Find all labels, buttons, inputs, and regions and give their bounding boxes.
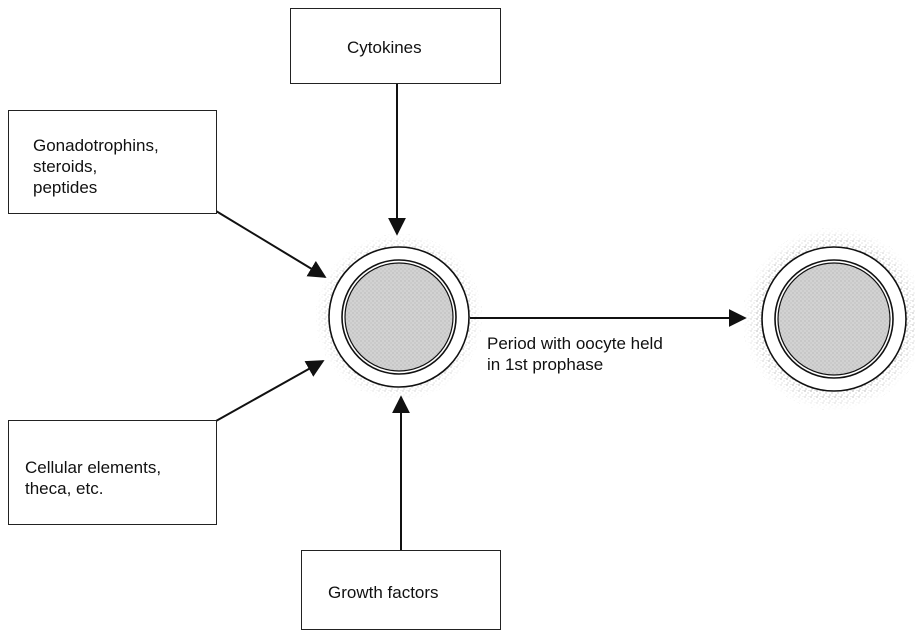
cellular-elements-box: Cellular elements, theca, etc.: [8, 420, 217, 525]
growth-factors-label: Growth factors: [328, 583, 439, 602]
arrow-cellular: [215, 360, 325, 422]
cellular-elements-label: Cellular elements, theca, etc.: [25, 458, 162, 498]
cytokines-label: Cytokines: [347, 38, 422, 57]
follicle-center: [316, 234, 482, 400]
arrow-gonadotrophins: [215, 210, 327, 278]
growth-factors-box: Growth factors: [301, 550, 501, 630]
gonadotrophins-box: Gonadotrophins, steroids, peptides: [8, 110, 217, 214]
cytokines-box: Cytokines: [290, 8, 501, 84]
period-label: Period with oocyte held in 1st prophase: [487, 334, 663, 374]
gonadotrophins-label: Gonadotrophins, steroids, peptides: [33, 136, 159, 197]
follicle-right: [743, 228, 915, 410]
